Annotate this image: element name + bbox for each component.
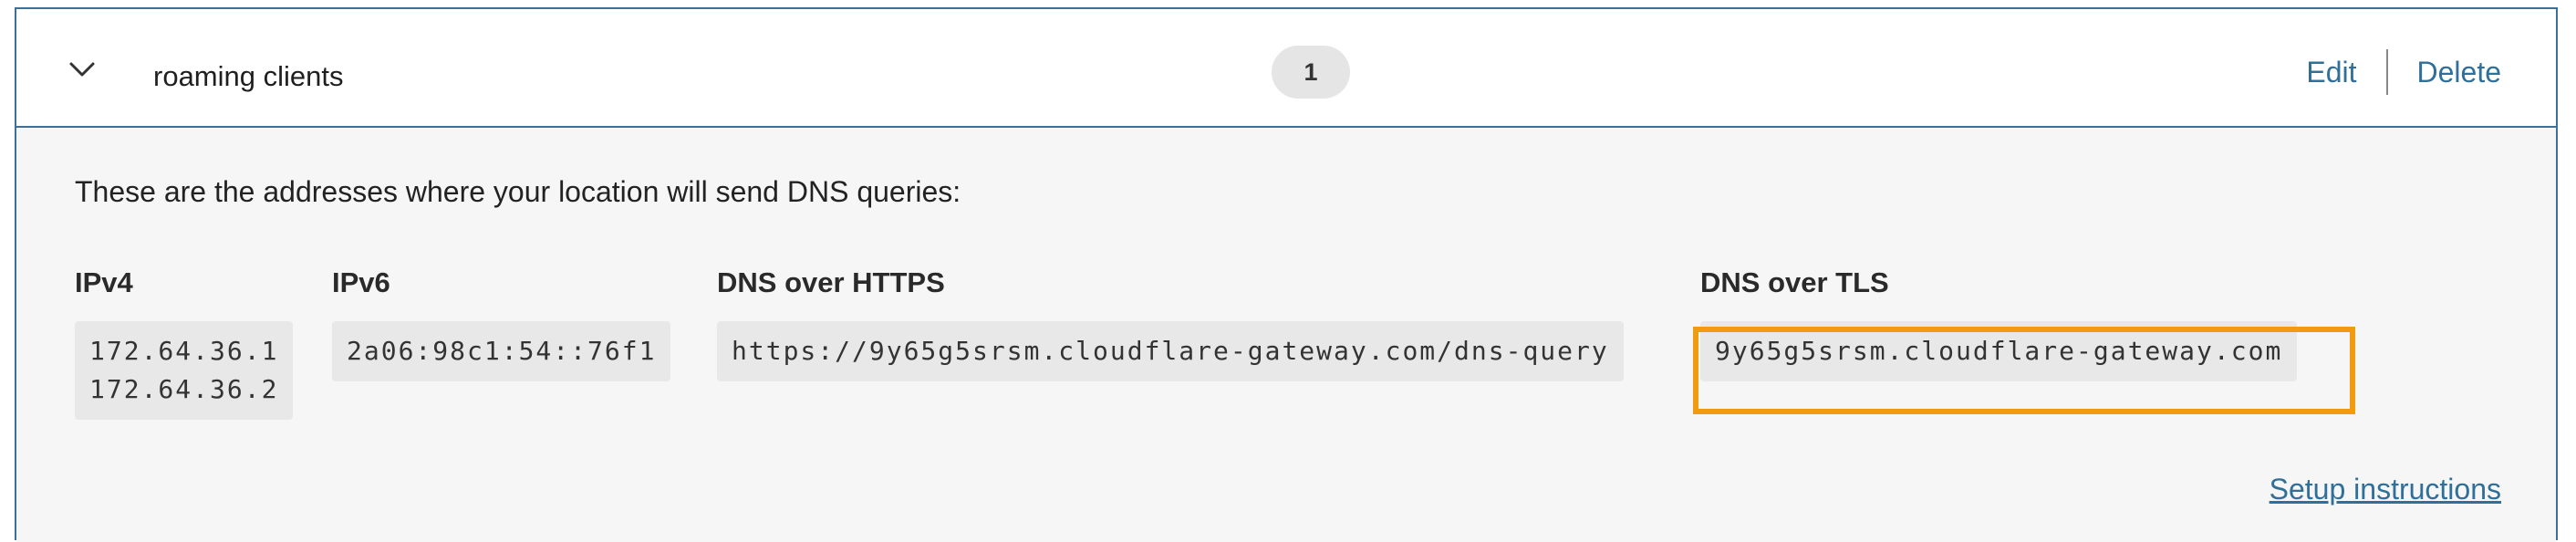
action-divider [2385,49,2388,95]
ipv4-address: 172.64.36.1 [89,336,279,366]
ipv4-column: IPv4 172.64.36.1 172.64.36.2 [75,265,294,420]
ipv6-column: IPv6 2a06:98c1:54::76f1 [332,265,671,381]
doh-address[interactable]: https://9y65g5srsm.cloudflare-gateway.co… [717,321,1624,381]
location-name: roaming clients [153,60,344,92]
delete-button[interactable]: Delete [2416,56,2502,89]
count-badge: 1 [1272,46,1350,99]
doh-label: DNS over HTTPS [717,266,945,298]
location-panel: roaming clients 1 Edit Delete These are … [15,7,2558,542]
doh-column: DNS over HTTPS https://9y65g5srsm.cloudf… [717,265,1624,381]
dot-column: DNS over TLS 9y65g5srsm.cloudflare-gatew… [1700,265,2298,381]
location-actions: Edit Delete [2306,49,2501,95]
location-header[interactable]: roaming clients 1 Edit Delete [16,9,2556,128]
setup-instructions-link[interactable]: Setup instructions [2269,473,2501,506]
chevron-down-icon[interactable] [64,51,100,88]
ipv4-addresses[interactable]: 172.64.36.1 172.64.36.2 [75,321,294,420]
dot-address[interactable]: 9y65g5srsm.cloudflare-gateway.com [1700,321,2298,381]
dot-label: DNS over TLS [1700,266,1889,298]
ipv6-label: IPv6 [332,266,390,298]
ipv4-address: 172.64.36.2 [89,374,279,404]
location-details: These are the addresses where your locat… [16,128,2556,542]
ipv4-label: IPv4 [75,266,133,298]
ipv6-address[interactable]: 2a06:98c1:54::76f1 [332,321,671,381]
edit-button[interactable]: Edit [2306,56,2357,89]
details-intro: These are the addresses where your locat… [75,175,961,208]
